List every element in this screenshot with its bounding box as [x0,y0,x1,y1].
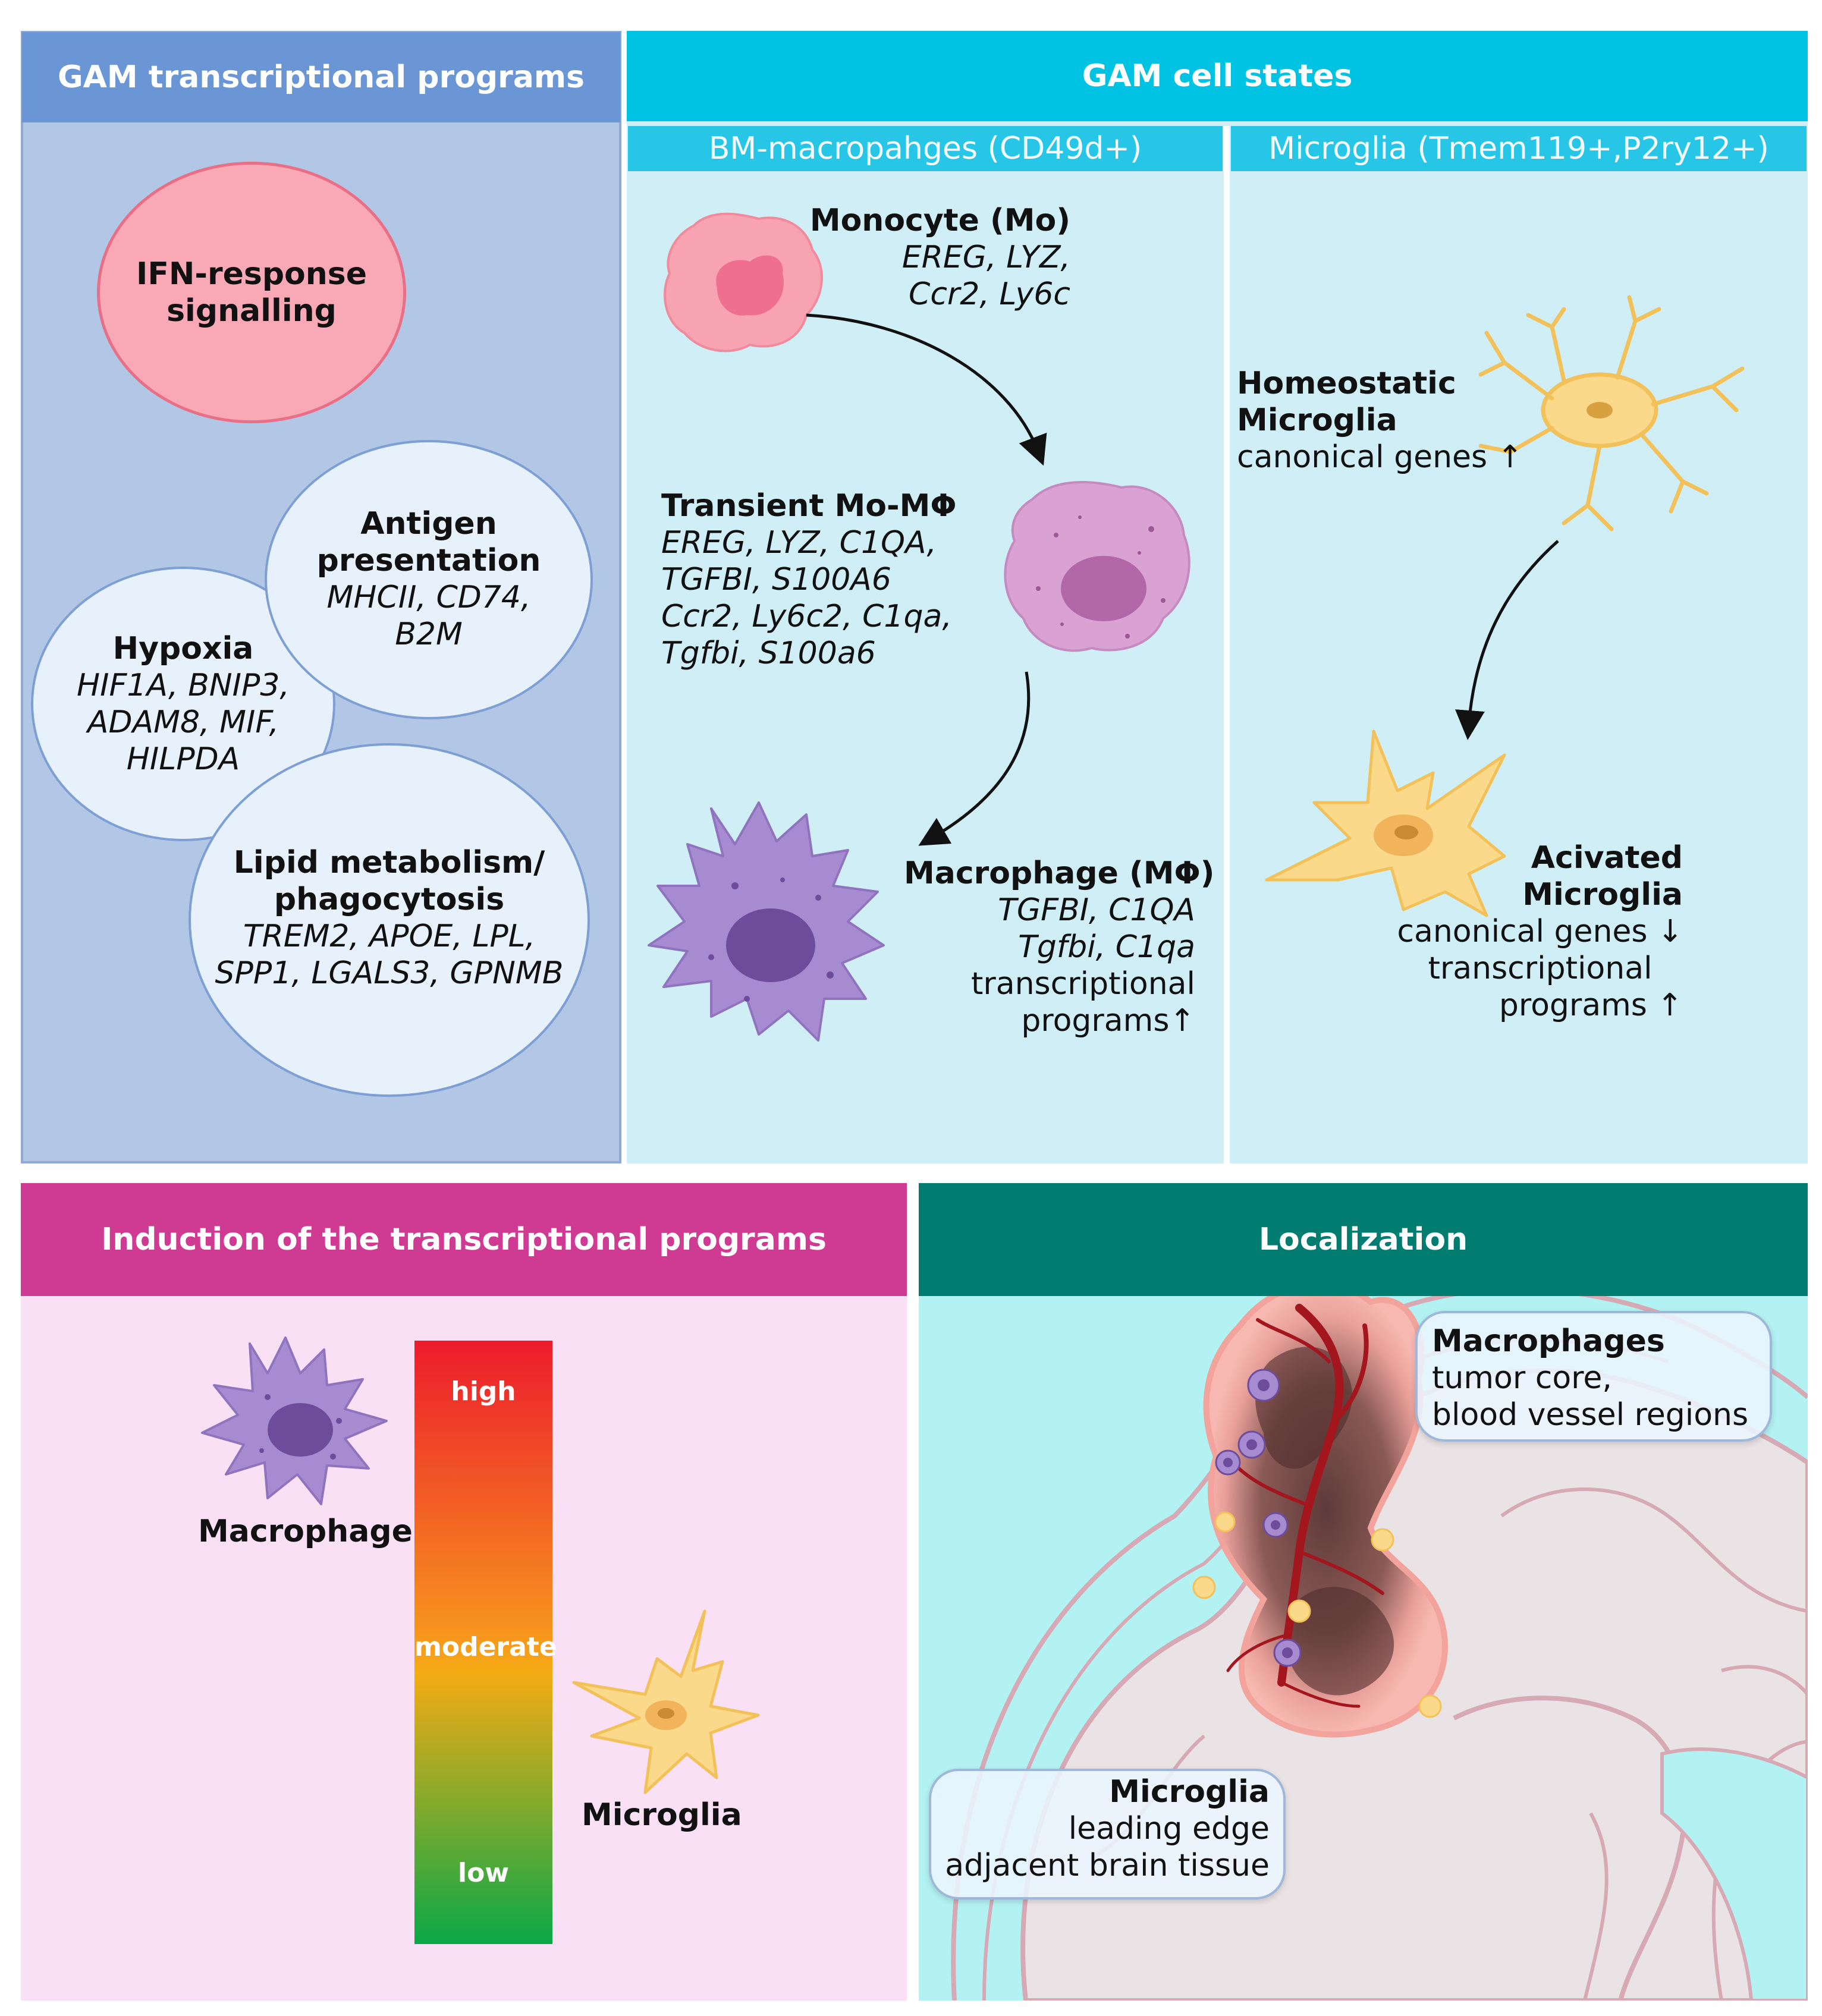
states-header: GAM cell states [627,31,1808,121]
lipid-label: Lipid metabolism/ phagocytosis TREM2, AP… [215,845,564,991]
scale-moderate-label: moderate [414,1632,557,1662]
transient-label: Transient Mo-MΦ EREG, LYZ, C1QA, TGFBI, … [661,488,957,671]
microglia-subheader: Microglia (Tmem119+,P2ry12+) [1231,126,1807,171]
homeostatic-label: Homeostatic Microglia canonical genes ↑ [1237,366,1523,475]
activated-detail: canonical genes ↓ transcriptional [1397,914,1683,986]
ifn-response-label: IFN-response signalling [136,256,367,329]
macrophages-callout-text: Macrophages tumor core, blood vessel reg… [1432,1323,1749,1433]
scale-low-label: low [458,1858,509,1888]
localization-header: Localization [919,1183,1808,1296]
antigen-label: Antigen presentation MHCII, CD74, B2M [316,506,541,652]
transient-cell-icon [1004,481,1190,652]
bm-lineage-drawing [648,212,1190,1042]
induction-microglia-icon [572,1609,760,1794]
induction-macrophage-icon [201,1336,388,1505]
microglia-callout-text: Microglia leading edge adjacent brain ti… [945,1774,1270,1883]
scale-high-label: high [451,1376,516,1407]
microglia-callout [929,1769,1286,1899]
induction-macrophage-label: Macrophage [198,1514,413,1549]
induction-microglia-label: Microglia [582,1797,742,1833]
macrophages-callout [1415,1311,1772,1442]
macrophage-label: Macrophage (MΦ) TGFBI, C1QA Tgfbi, C1qa … [904,856,1215,1039]
activated-detail-last: programs ↑ [1499,987,1683,1023]
monocyte-cell-icon [664,212,823,353]
activated-microglia-icon [1265,729,1506,917]
microglia-drawing [1265,295,1745,917]
macrophage-cell-icon [648,801,885,1042]
bm-subheader: BM-macropahges (CD49d+) [628,126,1223,171]
brain-tumor-drawing [951,1281,1808,2001]
states-divider [1224,126,1230,1163]
lipid-oval [189,743,590,1097]
ifn-response-oval [97,162,406,423]
antigen-oval [265,440,593,719]
monocyte-label: Monocyte (Mo) EREG, LYZ, Ccr2, Ly6c [809,203,1070,312]
hypoxia-label: Hypoxia HIF1A, BNIP3, ADAM8, MIF, HILPDA [77,631,290,777]
programs-header: GAM transcriptional programs [22,32,620,122]
induction-scale-bar [414,1341,552,1944]
activated-label: Acivated Microglia [1522,840,1683,913]
induction-header: Induction of the transcriptional program… [21,1183,907,1296]
